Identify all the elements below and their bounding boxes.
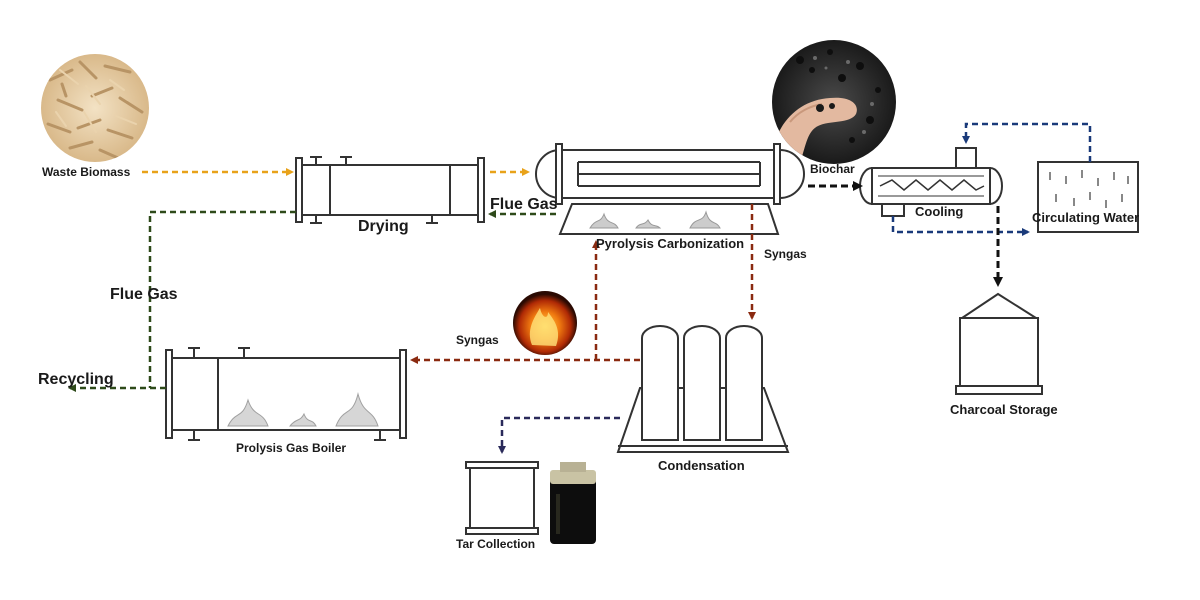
label-syngas-right: Syngas xyxy=(764,247,807,261)
label-tar-collection: Tar Collection xyxy=(456,537,536,551)
label-cooling: Cooling xyxy=(915,204,964,219)
label-flue-gas-left: Flue Gas xyxy=(110,286,178,303)
pyrolysis-reactor xyxy=(535,143,805,235)
label-recycling: Recycling xyxy=(38,371,114,388)
cooling-water-return-line xyxy=(962,122,1092,162)
label-syngas-mid: Syngas xyxy=(456,333,499,347)
label-pyrolysis-carbonization: Pyrolysis Carbonization xyxy=(596,236,745,251)
label-biochar: Biochar xyxy=(810,162,855,176)
flame-image xyxy=(513,291,577,355)
label-drying: Drying xyxy=(358,218,409,235)
water-tank xyxy=(1037,161,1139,233)
label-gas-boiler: Prolysis Gas Boiler xyxy=(236,441,347,455)
label-circulating-water: Circulating Water xyxy=(1032,210,1140,225)
cooling-water-out-line xyxy=(891,216,1030,236)
label-flue-gas-top: Flue Gas xyxy=(490,196,558,213)
wood-chips-image xyxy=(41,54,149,162)
dryer-unit xyxy=(295,156,485,224)
tar-bottle-image xyxy=(550,462,596,544)
condenser-unit xyxy=(616,325,790,453)
gas-boiler xyxy=(165,347,407,441)
flue-gas-recycle-line xyxy=(148,210,296,388)
tar-tank xyxy=(465,461,539,535)
label-condensation: Condensation xyxy=(658,458,745,473)
tar-flow-line xyxy=(498,416,620,454)
label-waste-biomass: Waste Biomass xyxy=(42,165,131,179)
label-charcoal-storage: Charcoal Storage xyxy=(950,402,1058,417)
biochar-image xyxy=(772,40,896,164)
charcoal-silo xyxy=(955,292,1043,395)
